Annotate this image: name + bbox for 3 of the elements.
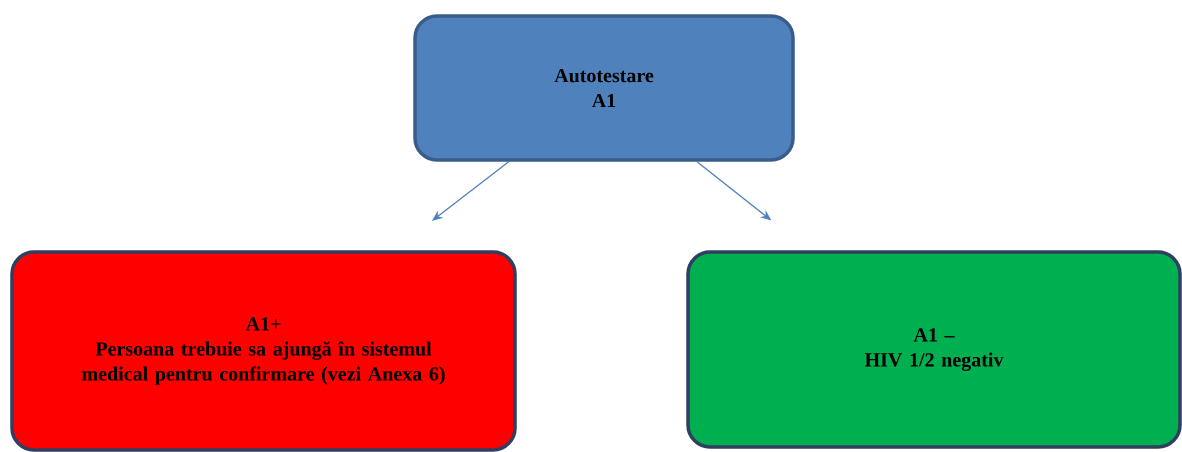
result-box: A1+ Persoana trebuie sa ajungă în sistemul medical pentru confirmare (vezi Anexa 6) <box>10 250 517 452</box>
process-box: Autotestare A1 <box>413 14 795 162</box>
result-box: A1 – HIV 1/2 negativ <box>686 250 1182 449</box>
